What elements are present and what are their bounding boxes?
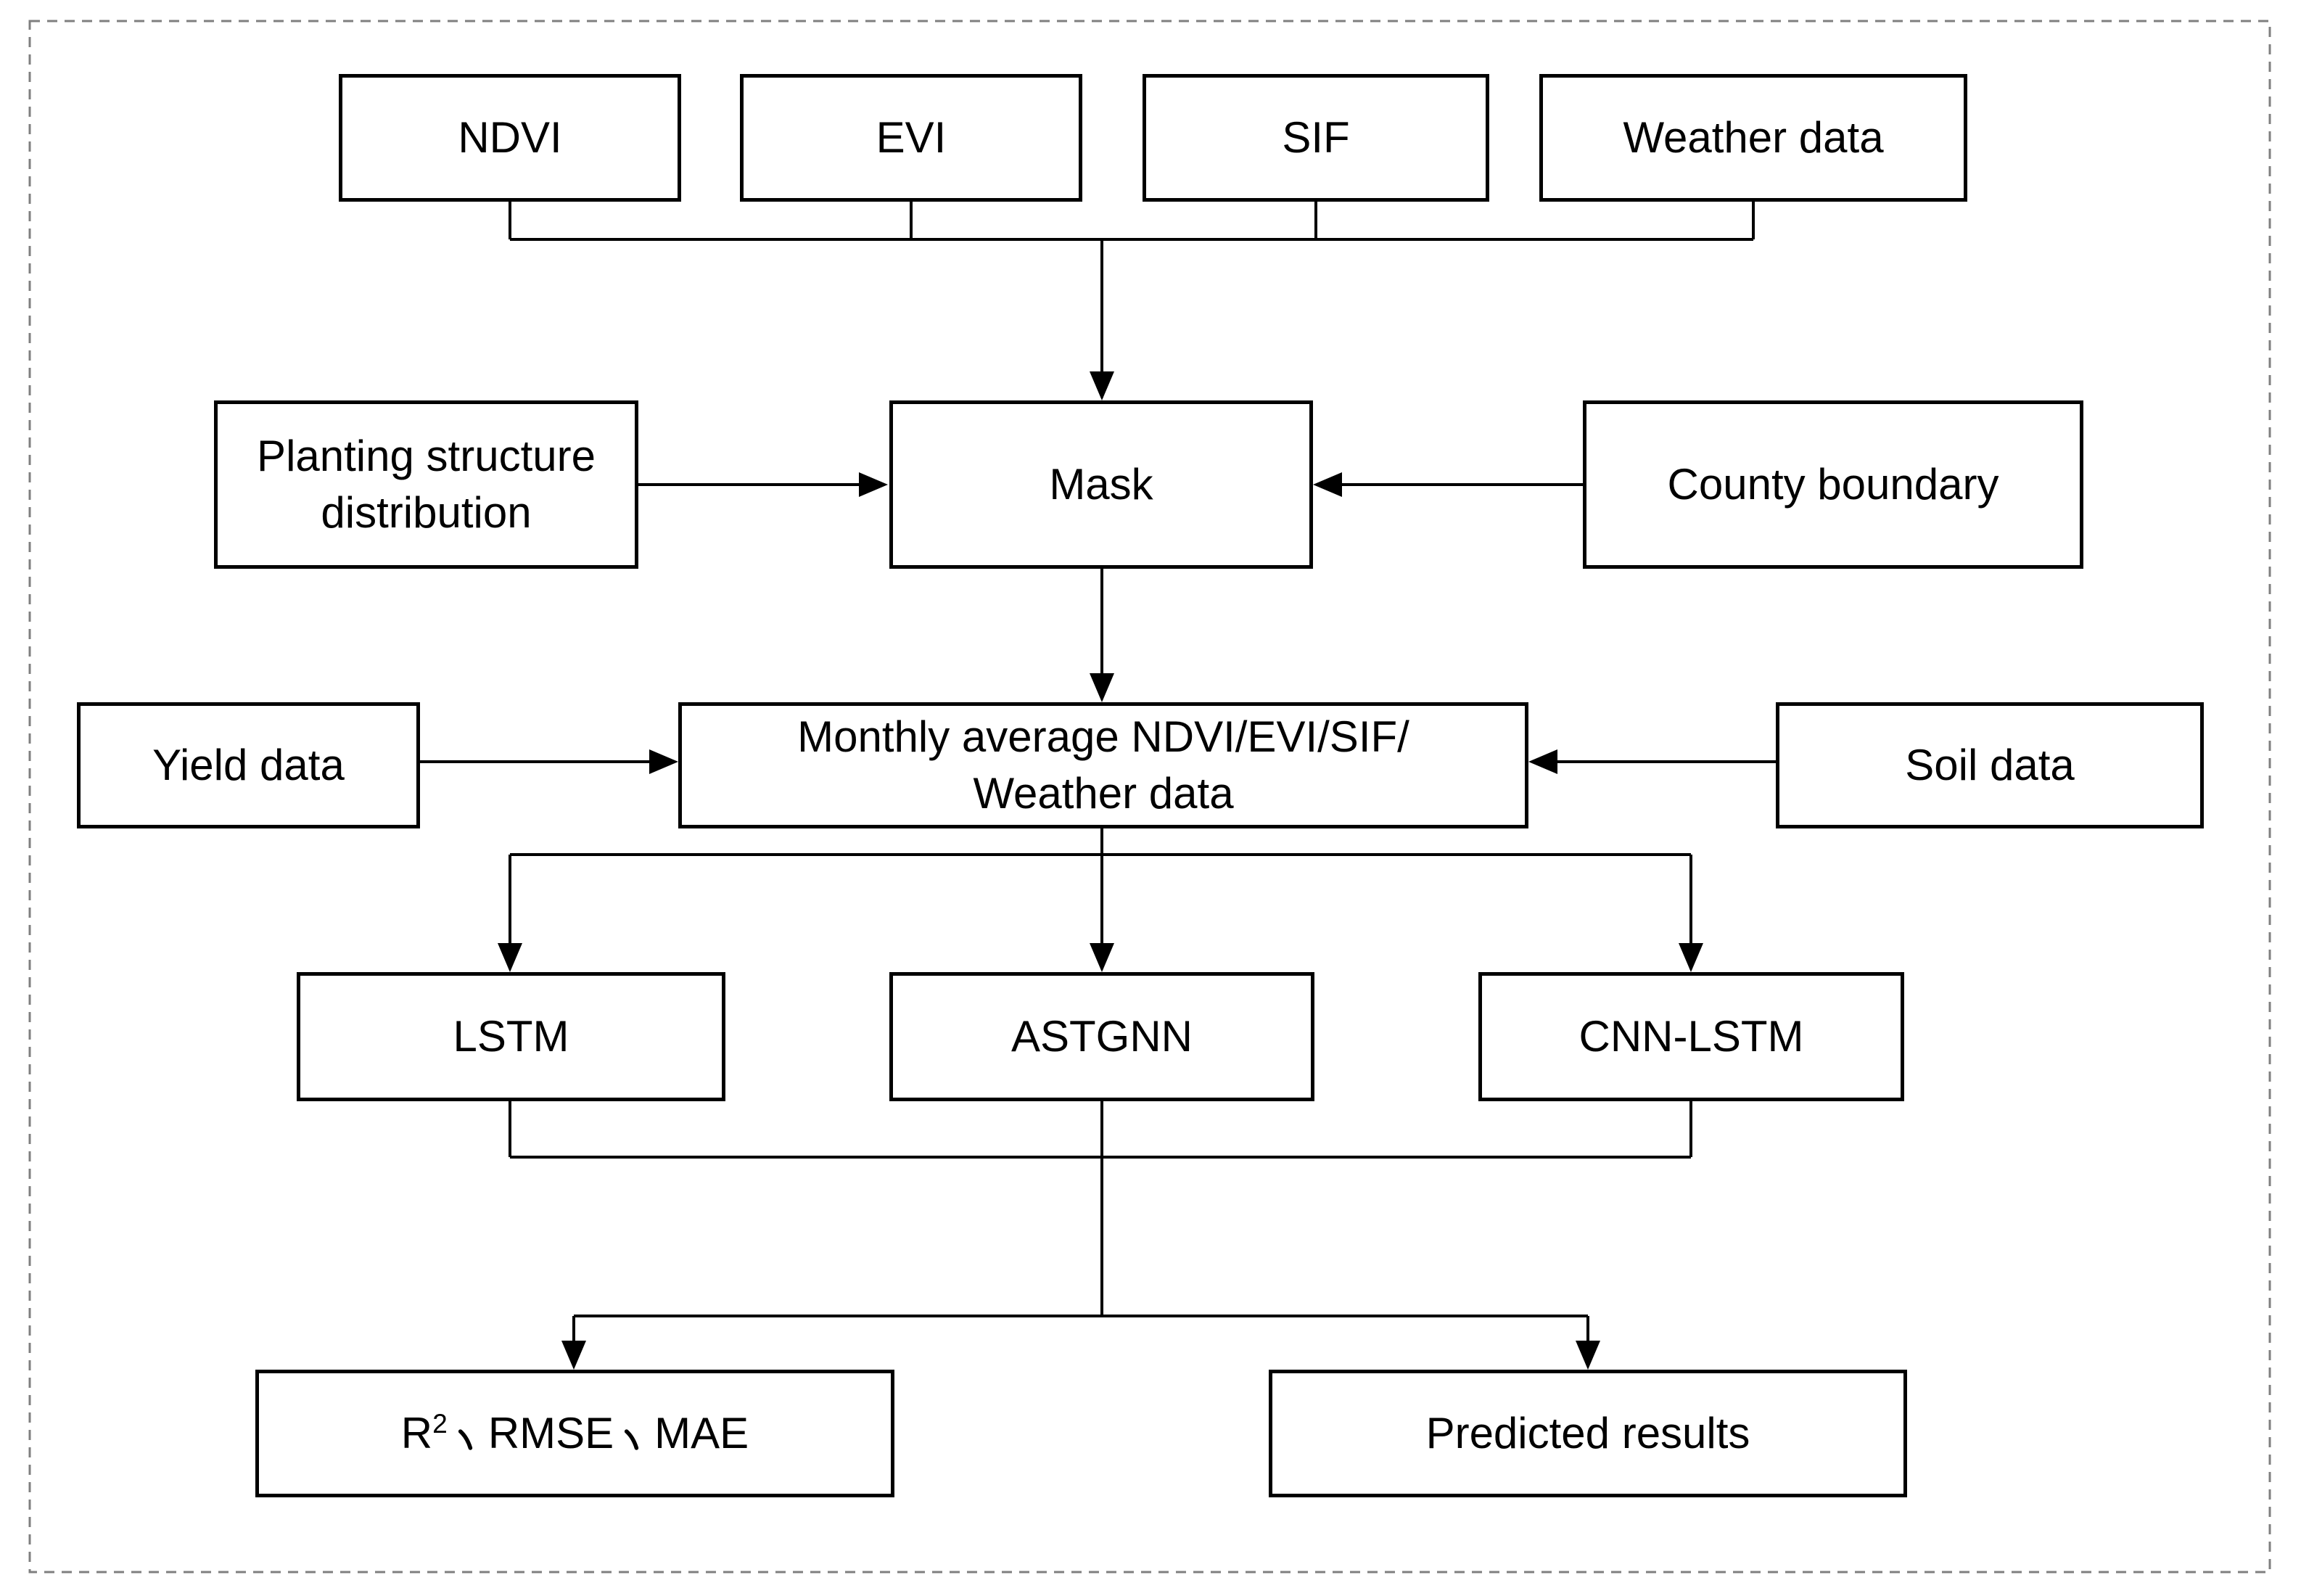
ideographic-comma <box>458 1429 474 1451</box>
node-yield-data-label: Yield data <box>152 741 345 789</box>
node-planting-line1: Planting structure <box>257 432 596 480</box>
node-monthly-line2: Weather data <box>973 769 1234 818</box>
node-ndvi: NDVI <box>339 74 681 202</box>
arrowhead-yield-monthly <box>649 749 678 774</box>
node-astgnn-label: ASTGNN <box>1010 1012 1193 1061</box>
arrowhead-mask <box>1090 371 1114 400</box>
outer-dashed-border <box>28 20 2271 1574</box>
node-county-boundary-label: County boundary <box>1667 460 1999 509</box>
arrowhead-cnnlstm <box>1679 943 1703 972</box>
node-yield-data: Yield data <box>77 702 420 828</box>
node-sif: SIF <box>1143 74 1489 202</box>
arrowhead-metrics <box>561 1341 586 1370</box>
node-ndvi-label: NDVI <box>458 113 562 162</box>
arrowhead-soil-monthly <box>1528 749 1557 774</box>
node-lstm-label: LSTM <box>453 1012 569 1061</box>
node-monthly-line1: Monthly average NDVI/EVI/SIF/ <box>797 712 1409 761</box>
node-monthly-average: Monthly average NDVI/EVI/SIF/ Weather da… <box>678 702 1528 828</box>
arrowhead-predicted <box>1576 1341 1600 1370</box>
node-county-boundary: County boundary <box>1583 400 2083 569</box>
node-cnn-lstm-label: CNN-LSTM <box>1578 1012 1804 1061</box>
node-weather-data-label: Weather data <box>1623 113 1884 162</box>
node-sif-label: SIF <box>1282 113 1350 162</box>
arrowhead-monthly <box>1090 673 1114 702</box>
node-soil-data: Soil data <box>1776 702 2204 828</box>
node-planting-line2: distribution <box>321 488 532 537</box>
arrowhead-astgnn <box>1090 943 1114 972</box>
node-mask: Mask <box>889 400 1313 569</box>
arrowhead-county-mask <box>1313 472 1342 497</box>
arrowhead-planting-mask <box>859 472 888 497</box>
node-evi-label: EVI <box>876 113 947 162</box>
node-lstm: LSTM <box>297 972 725 1101</box>
node-astgnn: ASTGNN <box>889 972 1314 1101</box>
node-weather-data: Weather data <box>1539 74 1967 202</box>
node-evi: EVI <box>740 74 1082 202</box>
node-predicted-results-label: Predicted results <box>1425 1409 1750 1457</box>
arrowhead-lstm <box>498 943 522 972</box>
node-predicted-results: Predicted results <box>1269 1370 1907 1497</box>
ideographic-comma <box>624 1429 640 1451</box>
node-mask-label: Mask <box>1049 460 1153 509</box>
node-planting-structure: Planting structure distribution <box>214 400 638 569</box>
node-soil-data-label: Soil data <box>1905 741 2075 789</box>
node-cnn-lstm: CNN-LSTM <box>1478 972 1904 1101</box>
